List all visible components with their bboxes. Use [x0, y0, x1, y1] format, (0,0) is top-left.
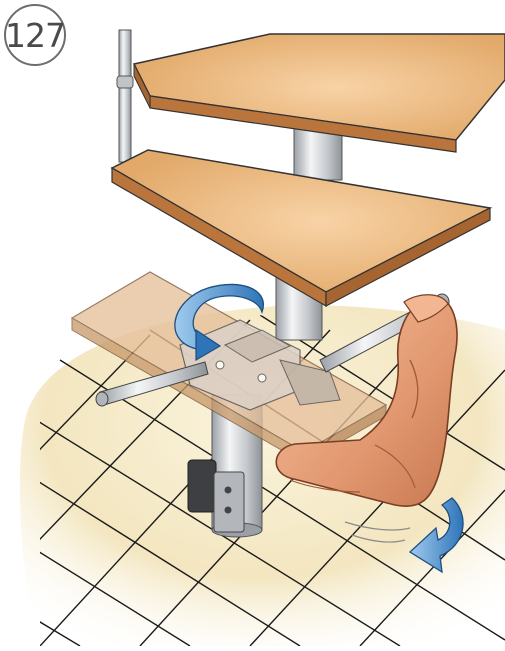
handrail-post — [117, 30, 133, 162]
step-number: 127 — [5, 16, 65, 55]
step-number-badge: 127 — [4, 4, 66, 66]
